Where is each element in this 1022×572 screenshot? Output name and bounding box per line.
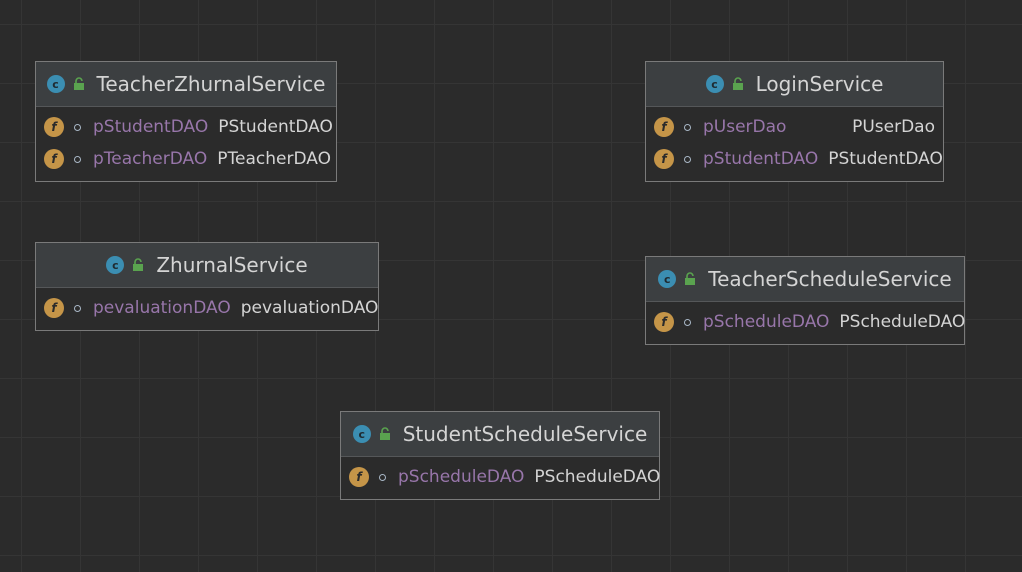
field-list: f pStudentDAO PStudentDAO f pTeacherDAO …: [36, 107, 336, 181]
field-name: pUserDao: [703, 117, 787, 137]
class-header: c ZhurnalService: [36, 243, 378, 288]
field-list: f pevaluationDAO pevaluationDAO: [36, 288, 378, 330]
field-name: pTeacherDAO: [93, 149, 208, 169]
field-type: PStudentDAO: [828, 149, 943, 169]
public-lock-icon: [379, 427, 390, 440]
class-name: StudentScheduleService: [402, 422, 648, 446]
field-row[interactable]: f pUserDao PUserDao: [646, 111, 943, 143]
class-box-student-schedule-service[interactable]: c StudentScheduleService f pScheduleDAO …: [340, 411, 660, 500]
field-name: pStudentDAO: [93, 117, 209, 137]
class-header: c StudentScheduleService: [341, 412, 659, 457]
class-name: TeacherZhurnalService: [96, 72, 326, 96]
public-lock-icon: [133, 258, 144, 271]
field-row[interactable]: f pScheduleDAO PScheduleDAO: [341, 461, 661, 493]
public-lock-icon: [73, 77, 84, 90]
package-private-icon: [379, 473, 386, 481]
field-name: pScheduleDAO: [703, 312, 830, 332]
class-box-teacher-zhurnal-service[interactable]: c TeacherZhurnalService f pStudentDAO PS…: [35, 61, 337, 182]
package-private-icon: [684, 318, 691, 326]
class-icon: c: [705, 75, 724, 93]
package-private-icon: [74, 123, 81, 131]
field-type: PTeacherDAO: [217, 149, 331, 169]
field-icon: f: [44, 117, 64, 137]
field-type: PScheduleDAO: [839, 312, 966, 332]
package-private-icon: [684, 155, 691, 163]
field-row[interactable]: f pTeacherDAO PTeacherDAO: [36, 143, 336, 175]
class-box-zhurnal-service[interactable]: c ZhurnalService f pevaluationDAO pevalu…: [35, 242, 379, 331]
field-name: pStudentDAO: [703, 149, 819, 169]
class-box-teacher-schedule-service[interactable]: c TeacherScheduleService f pScheduleDAO …: [645, 256, 965, 345]
field-row[interactable]: f pStudentDAO PStudentDAO: [36, 111, 336, 143]
class-box-login-service[interactable]: c LoginService f pUserDao PUserDao f pSt…: [645, 61, 944, 182]
field-row[interactable]: f pevaluationDAO pevaluationDAO: [36, 292, 378, 324]
field-type: PUserDao: [852, 117, 935, 137]
class-icon: c: [46, 75, 65, 93]
class-icon: c: [352, 425, 371, 443]
field-icon: f: [654, 117, 674, 137]
field-type: PScheduleDAO: [534, 467, 661, 487]
package-private-icon: [74, 155, 81, 163]
class-header: c TeacherZhurnalService: [36, 62, 336, 107]
class-header: c LoginService: [646, 62, 943, 107]
field-row[interactable]: f pStudentDAO PStudentDAO: [646, 143, 943, 175]
field-list: f pScheduleDAO PScheduleDAO: [341, 457, 661, 499]
public-lock-icon: [685, 272, 696, 285]
field-row[interactable]: f pScheduleDAO PScheduleDAO: [646, 306, 966, 338]
class-icon: c: [106, 256, 125, 274]
package-private-icon: [684, 123, 691, 131]
field-name: pScheduleDAO: [398, 467, 525, 487]
class-header: c TeacherScheduleService: [646, 257, 964, 302]
field-list: f pUserDao PUserDao f pStudentDAO PStude…: [646, 107, 943, 181]
field-icon: f: [654, 149, 674, 169]
class-name: ZhurnalService: [156, 253, 308, 277]
class-name: LoginService: [755, 72, 884, 96]
class-name: TeacherScheduleService: [708, 267, 952, 291]
public-lock-icon: [732, 77, 743, 90]
class-icon: c: [658, 270, 677, 288]
field-icon: f: [44, 298, 64, 318]
field-icon: f: [44, 149, 64, 169]
field-icon: f: [654, 312, 674, 332]
field-name: pevaluationDAO: [93, 298, 231, 318]
field-list: f pScheduleDAO PScheduleDAO: [646, 302, 966, 344]
field-type: PStudentDAO: [218, 117, 333, 137]
field-icon: f: [349, 467, 369, 487]
package-private-icon: [74, 304, 81, 312]
field-type: pevaluationDAO: [240, 298, 379, 318]
